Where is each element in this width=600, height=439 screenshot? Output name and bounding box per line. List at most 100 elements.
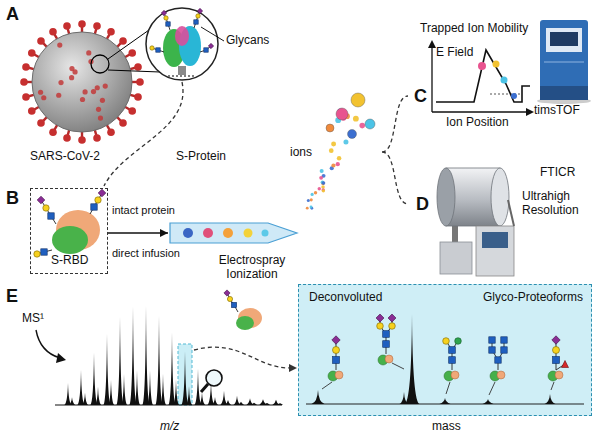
spectrum-peak	[77, 370, 84, 405]
glycan-tree	[332, 336, 340, 370]
galactose-circle	[333, 347, 340, 354]
trapped-ion	[501, 77, 508, 84]
glcnac-square	[91, 204, 97, 210]
glcnac-square	[501, 337, 507, 343]
spectrum-peak	[108, 380, 114, 405]
timstof-instrument	[540, 20, 588, 100]
instrument-stripe	[544, 62, 584, 63]
ion-droplet	[331, 163, 335, 167]
protein-blob	[451, 371, 459, 379]
analyte-dot	[262, 230, 269, 237]
zoom-dashed-curve	[104, 82, 183, 186]
surface-spike	[57, 42, 62, 47]
spectrum-peak	[440, 398, 451, 404]
ion-droplet	[329, 148, 334, 153]
leader-line	[201, 27, 224, 41]
spike-head	[107, 28, 115, 36]
spectrum-peak	[212, 397, 218, 405]
spectrum-peak	[483, 399, 494, 404]
spike-head	[78, 136, 86, 144]
spectrum-peak	[160, 374, 166, 405]
spectrum-peak	[116, 317, 123, 405]
glycan-tree	[224, 290, 238, 312]
spectrum-peak	[405, 314, 420, 404]
ion-droplet	[306, 207, 309, 210]
instrument-label: timsTOF	[534, 104, 580, 118]
surface-spike	[95, 85, 100, 90]
pointer-line	[392, 363, 404, 369]
spectrum-peak	[134, 371, 140, 405]
ion-droplet	[310, 206, 313, 209]
flow-arrow	[108, 229, 168, 237]
panel-letter: C	[414, 86, 427, 107]
spike-head	[22, 93, 30, 101]
spectrum-label: MS¹	[22, 312, 44, 326]
arrow-line	[108, 232, 168, 234]
protein-blob	[555, 371, 563, 379]
sialic-acid-diamond	[161, 10, 166, 15]
galactose-circle	[377, 323, 384, 330]
trapped-ion	[478, 62, 486, 70]
rbd-domain	[52, 226, 88, 254]
glcnac-square	[48, 213, 54, 219]
glycan-tree	[161, 10, 170, 30]
ion	[351, 93, 365, 107]
glcnac-square	[553, 357, 560, 364]
axis-label: Ion Position	[446, 116, 509, 130]
ion-droplet	[318, 187, 321, 190]
spectrum-peak	[251, 403, 257, 405]
axis-label: mass	[432, 420, 461, 434]
spectrum-peak	[147, 370, 153, 405]
ion-droplet	[322, 189, 325, 192]
spectrum-peak	[69, 397, 75, 405]
glcnac-square	[333, 357, 340, 364]
glycan-tree	[443, 338, 462, 370]
zoom-marker	[91, 55, 109, 73]
glyco-proteoform-box: DeconvolutedGlyco-Proteoforms	[298, 284, 592, 416]
surface-spike	[56, 93, 61, 98]
panel-letter: B	[6, 188, 19, 209]
ion-droplet	[343, 140, 348, 145]
spike-head	[107, 128, 115, 136]
glycan-tree	[90, 189, 106, 214]
glycan-tree	[37, 196, 56, 224]
spectrum-peak	[220, 391, 227, 405]
virus-body	[32, 32, 132, 132]
glcnac-square	[501, 347, 507, 353]
spectrum-peak	[142, 306, 149, 405]
spectrum-peak	[181, 351, 188, 405]
caption-label: S-Protein	[176, 150, 226, 164]
highlight-box	[178, 344, 192, 405]
axis-label: E Field	[436, 46, 473, 60]
spectrum-peak	[277, 403, 283, 405]
glycan-tree	[489, 337, 507, 370]
pointer-line	[322, 382, 332, 389]
glcnac-square	[449, 357, 456, 364]
spike-head	[37, 119, 45, 127]
node-title: Deconvoluted	[309, 291, 382, 305]
glycan-tree	[34, 249, 52, 257]
node-title: S-RBD	[51, 254, 88, 268]
glcnac-square	[489, 337, 495, 343]
axis-arrowhead	[428, 40, 436, 48]
magnifier-handle	[201, 384, 208, 392]
pointer-line	[489, 382, 495, 395]
spectrum-peak	[121, 374, 127, 405]
pointer-line	[446, 382, 450, 394]
callout-label: Glycans	[226, 34, 269, 48]
node-title: Electrospray Ionization	[208, 254, 296, 282]
spike-head	[128, 49, 136, 57]
protein-blob	[497, 371, 505, 379]
emitter-needle	[170, 223, 297, 243]
ion-droplet	[311, 193, 314, 196]
zoom-line	[108, 70, 160, 72]
spike-head	[78, 20, 86, 28]
spectrum-peak	[194, 369, 201, 405]
spectrum-peak	[90, 353, 97, 405]
panel-ground	[298, 284, 592, 416]
spike-head	[93, 134, 101, 142]
arrowhead	[160, 229, 168, 237]
spike-head	[49, 28, 57, 36]
